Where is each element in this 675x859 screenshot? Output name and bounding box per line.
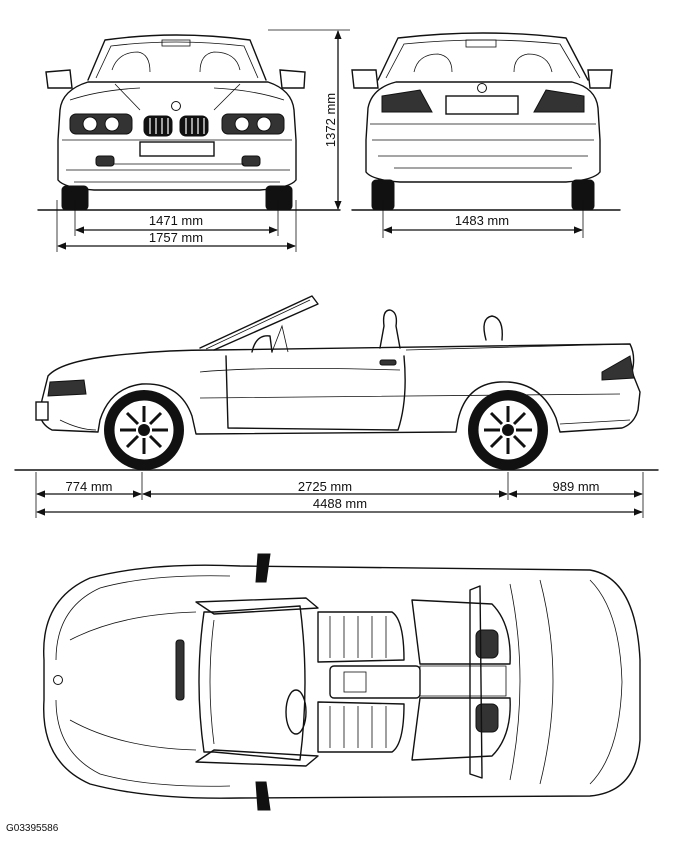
rear-dimensions: 1483 mm: [382, 200, 584, 238]
rear-overhang-label: 989 mm: [553, 479, 600, 494]
length-label: 4488 mm: [313, 496, 367, 511]
front-wheel-icon: [104, 390, 184, 470]
front-track-label: 1471 mm: [149, 213, 203, 228]
width-label: 1757 mm: [149, 230, 203, 245]
car-rear-view-icon: [351, 32, 621, 211]
rear-wheel-icon: [468, 390, 548, 470]
height-dimension: 1372 mm: [268, 29, 350, 210]
rear-track-label: 1483 mm: [455, 213, 509, 228]
wheelbase-label: 2725 mm: [298, 479, 352, 494]
front-dimensions: 1471 mm 1757 mm: [56, 200, 297, 252]
car-top-view-icon: [43, 553, 641, 811]
front-overhang-label: 774 mm: [66, 479, 113, 494]
height-label: 1372 mm: [323, 93, 338, 147]
car-side-view-icon: [14, 295, 659, 471]
figure-code: G03395586: [6, 823, 59, 834]
side-dimensions: 774 mm 2725 mm 989 mm 4488 mm: [35, 472, 644, 518]
car-front-view-icon: [37, 34, 341, 211]
